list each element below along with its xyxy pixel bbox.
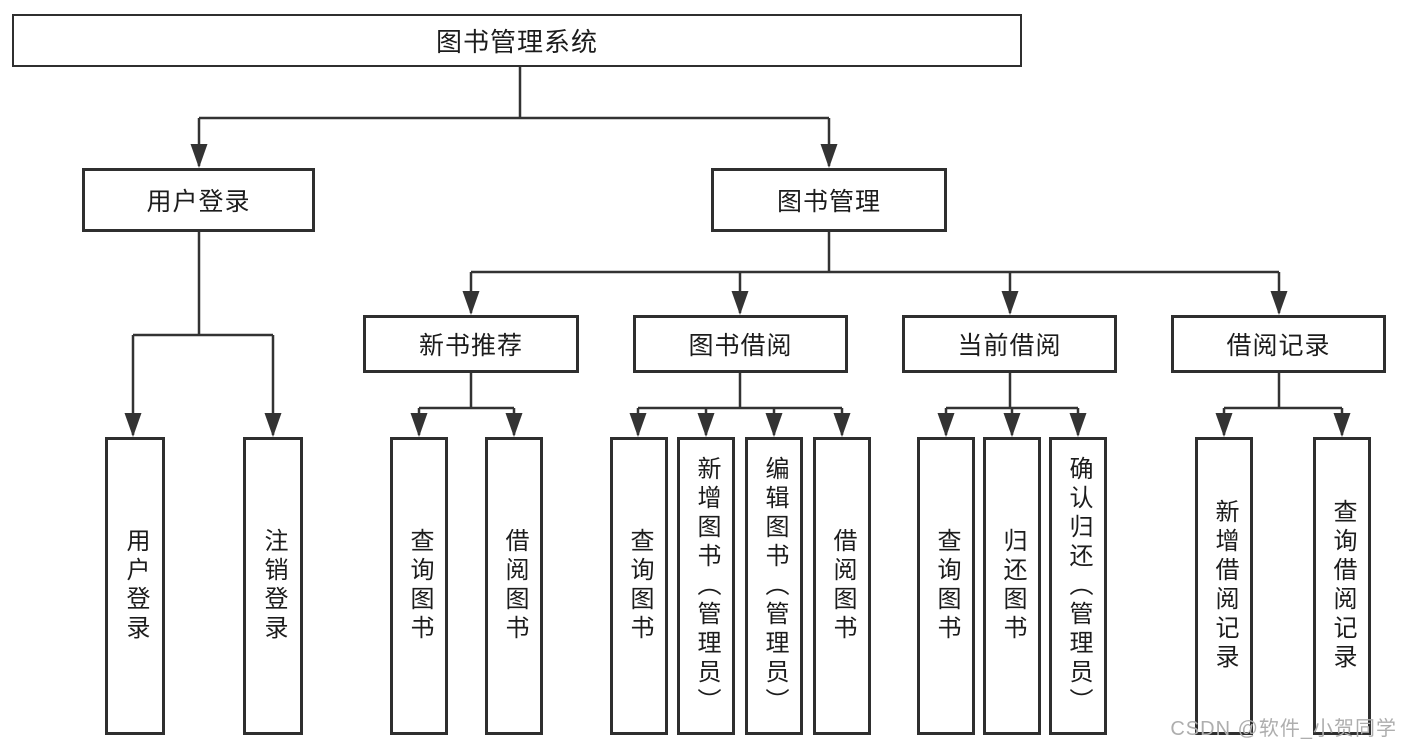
node-borrowing-records: 借阅记录 <box>1171 315 1386 373</box>
leaf-query-books-borrowing: 查询图书 <box>610 437 668 735</box>
leaf-user-login: 用户登录 <box>105 437 165 735</box>
edge-records-split <box>1222 373 1344 435</box>
node-library-system: 图书管理系统 <box>12 14 1022 67</box>
node-new-book-recommend: 新书推荐 <box>363 315 579 373</box>
node-book-borrowing: 图书借阅 <box>633 315 848 373</box>
edge-bookmgmt-split <box>469 232 1281 313</box>
leaf-edit-books-admin: 编辑图书（管理员） <box>745 437 803 735</box>
leaf-confirm-return-admin: 确认归还（管理员） <box>1049 437 1107 735</box>
leaf-logout: 注销登录 <box>243 437 303 735</box>
edge-userlogin-split <box>131 232 275 435</box>
leaf-add-borrow-record: 新增借阅记录 <box>1195 437 1253 735</box>
leaf-borrow-books-borrowing: 借阅图书 <box>813 437 871 735</box>
edge-borrow-split <box>636 373 844 435</box>
node-current-borrowing: 当前借阅 <box>902 315 1117 373</box>
leaf-borrow-books-recommend: 借阅图书 <box>485 437 543 735</box>
arrowheads <box>124 144 1351 437</box>
leaf-query-books-recommend: 查询图书 <box>390 437 448 735</box>
leaf-query-borrow-record: 查询借阅记录 <box>1313 437 1371 735</box>
csdn-watermark: CSDN @软件_小贺同学 <box>1170 718 1397 740</box>
edge-newrec-split <box>417 373 516 435</box>
leaf-add-books-admin: 新增图书（管理员） <box>677 437 735 735</box>
leaf-query-books-current: 查询图书 <box>917 437 975 735</box>
node-book-management: 图书管理 <box>711 168 947 232</box>
edge-root-split <box>197 67 831 166</box>
leaf-return-books: 归还图书 <box>983 437 1041 735</box>
node-user-login-group: 用户登录 <box>82 168 315 232</box>
